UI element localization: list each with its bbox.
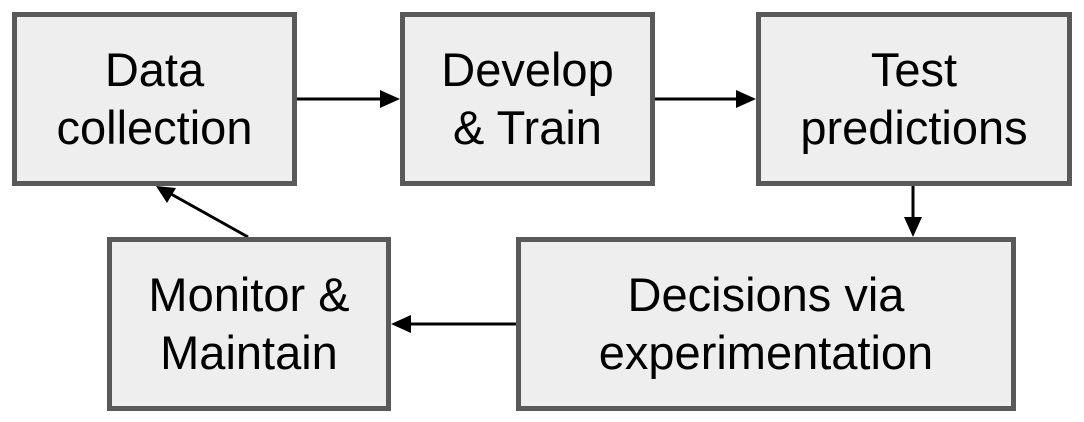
- node-label-line: Develop: [441, 43, 614, 96]
- node-label-line: predictions: [800, 101, 1028, 154]
- node-label-line: & Train: [453, 101, 602, 154]
- node-monitor-maintain: Monitor & Maintain: [107, 237, 391, 411]
- arrow-test-to-decisions: [904, 186, 922, 237]
- node-develop-train: Develop & Train: [400, 12, 655, 186]
- node-label-line: Monitor &: [148, 268, 350, 321]
- node-label-line: Test: [870, 43, 958, 96]
- arrow-data-to-develop: [297, 90, 400, 108]
- node-label-line: experimentation: [598, 326, 934, 379]
- node-label-line: Data: [104, 43, 205, 96]
- arrow-decisions-to-monitor: [391, 315, 516, 333]
- node-label-line: collection: [56, 101, 253, 154]
- arrow-monitor-to-data: [156, 186, 249, 239]
- node-label-line: Decisions via: [627, 268, 905, 321]
- node-label-line: Maintain: [160, 326, 338, 379]
- node-decisions-via-experimentation: Decisions via experimentation: [516, 237, 1016, 411]
- node-test-predictions: Test predictions: [756, 12, 1072, 186]
- arrow-develop-to-test: [655, 90, 756, 108]
- node-data-collection: Data collection: [12, 12, 297, 186]
